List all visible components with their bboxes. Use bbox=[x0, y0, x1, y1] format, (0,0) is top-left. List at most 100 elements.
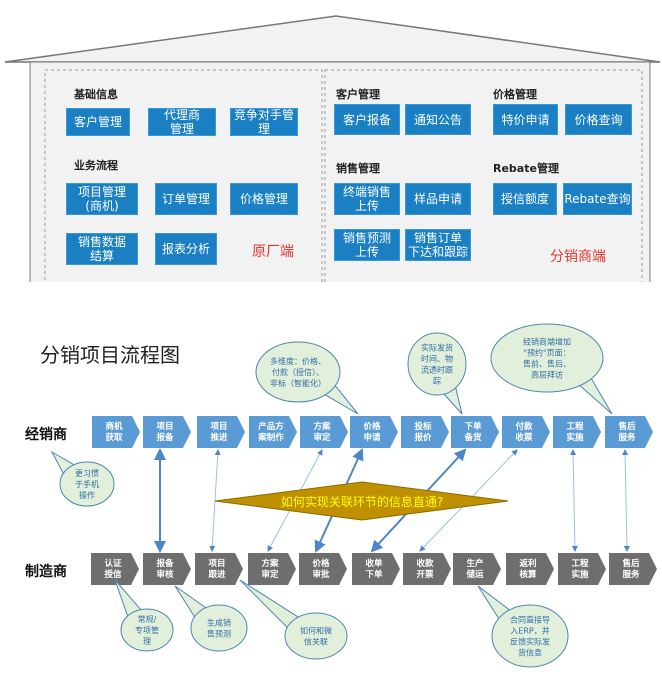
callout-bubble bbox=[490, 323, 604, 393]
manufacturer-step-label: 方案 bbox=[261, 558, 279, 569]
manufacturer-step[interactable] bbox=[248, 553, 296, 585]
dealer-step-label: 获取 bbox=[104, 432, 123, 443]
manufacturer-step-label: 报备 bbox=[156, 558, 174, 569]
manufacturer-step[interactable] bbox=[453, 553, 501, 585]
callout-text: 生成销 bbox=[207, 618, 231, 628]
callout-text: "预约"页面： bbox=[523, 348, 570, 358]
manufacturer-step-label: 项目 bbox=[208, 559, 225, 569]
dealer-step-label: 报备 bbox=[156, 432, 174, 443]
manufacturer-step-label: 下单 bbox=[365, 569, 383, 580]
module-button[interactable]: 销售订单 下达和跟踪 bbox=[405, 229, 471, 261]
dealer-step-label: 申请 bbox=[363, 432, 381, 443]
dealer-step[interactable] bbox=[92, 416, 140, 448]
manufacturer-step-label: 服务 bbox=[622, 569, 640, 580]
module-button[interactable]: 销售数据 结算 bbox=[66, 233, 138, 265]
manufacturer-step[interactable] bbox=[558, 553, 606, 585]
callout-text: 专项管 bbox=[135, 625, 159, 635]
module-button[interactable]: 项目管理 (商机) bbox=[66, 183, 138, 215]
module-button[interactable]: 竞争对手管 理 bbox=[230, 108, 298, 136]
callout-text: 高层拜访 bbox=[531, 370, 563, 380]
dealer-step-label: 案制作 bbox=[257, 432, 284, 443]
manufacturer-step[interactable] bbox=[91, 553, 139, 585]
dealer-step[interactable] bbox=[350, 416, 398, 448]
dealer-step-label: 实施 bbox=[566, 432, 584, 443]
right-dashed-box bbox=[324, 69, 643, 290]
dealer-step-label: 价格 bbox=[363, 421, 381, 432]
manufacturer-step[interactable] bbox=[506, 553, 554, 585]
dealer-step-label: 审定 bbox=[313, 432, 331, 443]
section-heading: 客户管理 bbox=[336, 88, 380, 101]
left-dashed-box bbox=[44, 69, 323, 290]
dealer-step-label: 推进 bbox=[210, 432, 228, 443]
module-button[interactable]: 价格管理 bbox=[230, 183, 298, 215]
module-button[interactable]: 样品申请 bbox=[405, 183, 471, 215]
module-button[interactable]: Rebate查询 bbox=[563, 183, 632, 215]
manufacturer-step-label: 收款 bbox=[416, 558, 434, 569]
module-button[interactable]: 授信额度 bbox=[493, 183, 557, 215]
module-button[interactable]: 终端销售 上传 bbox=[334, 183, 400, 215]
callout-text: 流透时跟 bbox=[421, 365, 453, 375]
manufacturer-step-label: 售后 bbox=[621, 558, 640, 569]
side-label-distributor: 分销商端 bbox=[550, 249, 606, 265]
callout-text: 操作 bbox=[79, 490, 95, 500]
callout-bubble bbox=[407, 332, 467, 396]
dealer-step[interactable] bbox=[451, 416, 499, 448]
module-button[interactable]: 客户报备 bbox=[334, 104, 400, 135]
manufacturer-step-label: 生产 bbox=[466, 558, 484, 569]
dealer-step[interactable] bbox=[553, 416, 601, 448]
dealer-step-label: 方案 bbox=[313, 421, 331, 432]
manufacturer-step[interactable] bbox=[352, 553, 400, 585]
dealer-step[interactable] bbox=[605, 416, 653, 448]
module-button[interactable]: 价格查询 bbox=[565, 104, 632, 135]
section-heading: 价格管理 bbox=[493, 88, 537, 101]
manufacturer-step[interactable] bbox=[403, 553, 451, 585]
step-connector-arrow bbox=[622, 449, 630, 552]
callout-text: 多维度：价格、 bbox=[270, 356, 326, 366]
module-button[interactable]: 特价申请 bbox=[493, 104, 558, 135]
flow-title: 分销项目流程图 bbox=[40, 343, 180, 367]
manufacturer-step-label: 审定 bbox=[261, 569, 279, 580]
callout-text: 理 bbox=[143, 637, 151, 646]
manufacturer-step[interactable] bbox=[299, 553, 347, 585]
module-button[interactable]: 通知公告 bbox=[405, 104, 471, 135]
manufacturer-step-label: 开票 bbox=[416, 569, 434, 580]
module-button[interactable]: 销售预测 上传 bbox=[334, 229, 400, 261]
dealer-step-label: 服务 bbox=[618, 432, 636, 443]
dealer-step-label: 投标 bbox=[414, 421, 432, 432]
dealer-step[interactable] bbox=[502, 416, 550, 448]
manufacturer-step-label: 认证 bbox=[104, 558, 122, 569]
manufacturer-step-label: 跟进 bbox=[208, 569, 226, 580]
dealer-step[interactable] bbox=[300, 416, 348, 448]
dealer-step-label: 下单 bbox=[464, 421, 482, 432]
dealer-step-label: 产品方 bbox=[258, 421, 284, 432]
manufacturer-step-label: 储运 bbox=[465, 569, 484, 580]
callout-text: 入ERP，并 bbox=[510, 626, 549, 636]
dealer-step-label: 商机 bbox=[105, 421, 123, 432]
module-button[interactable]: 订单管理 bbox=[155, 183, 217, 215]
callout-text: 踪 bbox=[433, 376, 441, 386]
manufacturer-step-label: 返利 bbox=[519, 558, 536, 569]
module-button[interactable]: 报表分析 bbox=[155, 233, 217, 265]
dealer-step[interactable] bbox=[197, 416, 245, 448]
callout-text: 常规/ bbox=[138, 614, 157, 624]
manufacturer-step-label: 收单 bbox=[365, 558, 383, 569]
dealer-step[interactable] bbox=[143, 416, 191, 448]
dealer-step[interactable] bbox=[249, 416, 297, 448]
manufacturer-step[interactable] bbox=[609, 553, 657, 585]
section-heading: 基础信息 bbox=[74, 88, 118, 101]
dealer-step-label: 项目 bbox=[156, 422, 173, 432]
manufacturer-step-label: 工程 bbox=[571, 558, 589, 569]
callout-bubble bbox=[255, 341, 341, 403]
callout-text: 合同直接导 bbox=[510, 615, 550, 625]
manufacturer-step[interactable] bbox=[195, 553, 243, 585]
manufacturer-step[interactable] bbox=[143, 553, 191, 585]
dealer-step[interactable] bbox=[401, 416, 449, 448]
callout-bubble bbox=[491, 604, 569, 668]
callout-text: 货信息 bbox=[518, 648, 542, 658]
module-button[interactable]: 代理商 管理 bbox=[148, 108, 216, 136]
dealer-step-label: 收票 bbox=[515, 432, 533, 443]
dealer-step-label: 备货 bbox=[463, 432, 482, 443]
module-button[interactable]: 客户管理 bbox=[66, 108, 130, 136]
